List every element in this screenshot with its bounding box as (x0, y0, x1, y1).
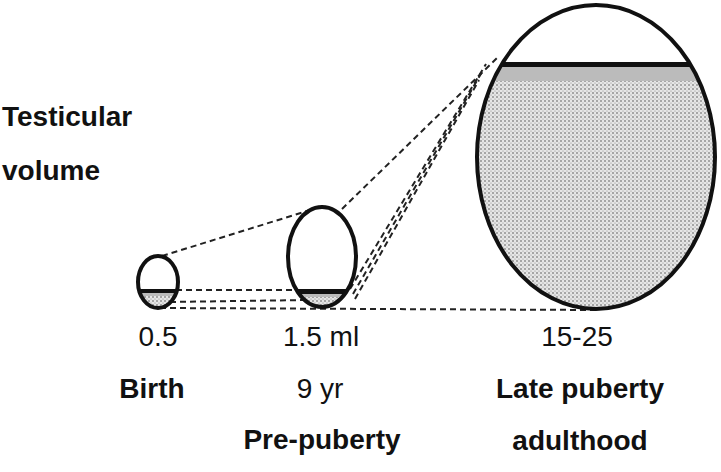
birth-testis (130, 256, 190, 316)
stage-label: Late puberty adulthood (470, 363, 690, 467)
age-label: 9 yr (260, 371, 380, 407)
axis-title: Testicular volume (2, 90, 162, 198)
prepuberty-testis (280, 207, 370, 317)
volume-value: 1.5 ml (256, 319, 386, 355)
stage-label: Pre-puberty (222, 422, 422, 458)
adult-testis (470, 5, 721, 321)
stage-label: Birth (92, 371, 212, 407)
volume-value: 0.5 (103, 319, 213, 355)
volume-value: 15-25 (507, 319, 647, 355)
